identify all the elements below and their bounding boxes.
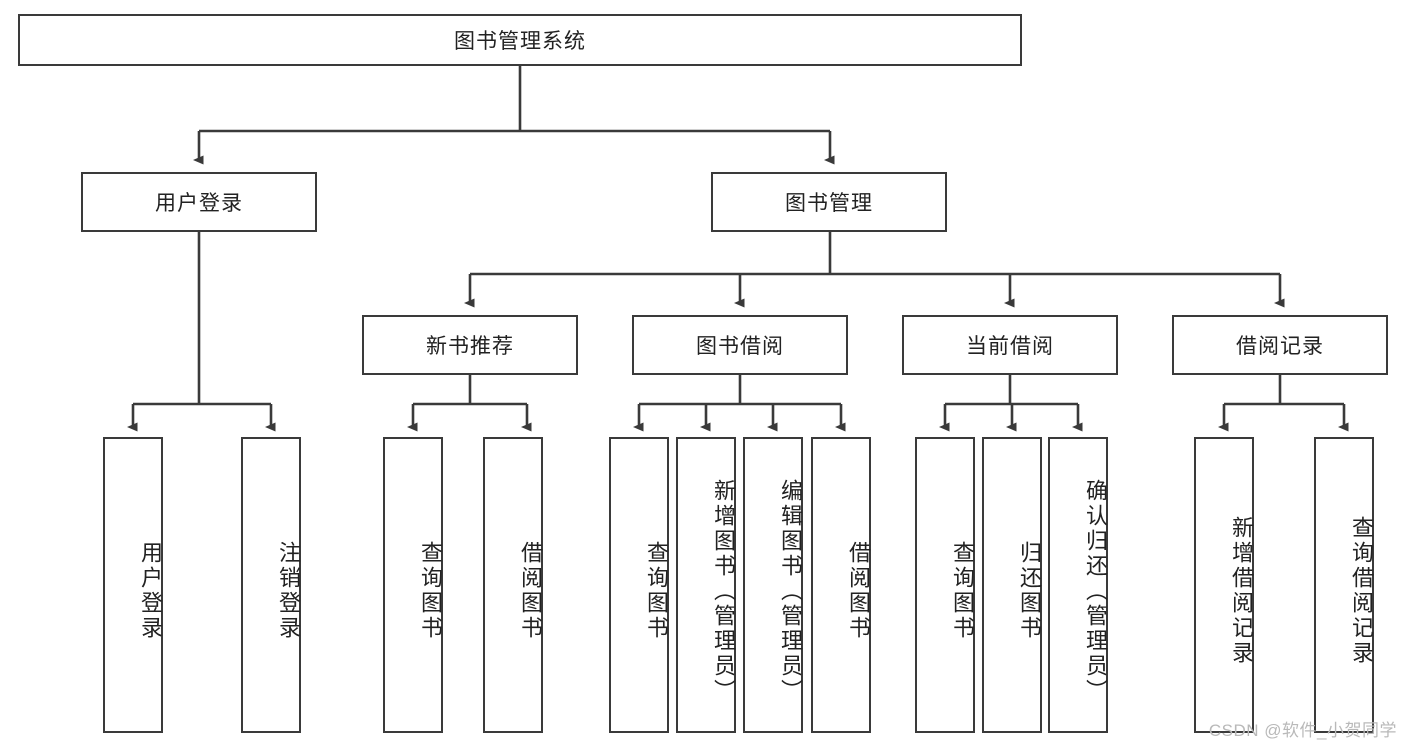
node-book-management[interactable]: 图书管理 bbox=[711, 172, 947, 232]
node-new-book-recommend[interactable]: 新书推荐 bbox=[362, 315, 578, 375]
leaf-recommend-query-book[interactable]: 查询图书 bbox=[383, 437, 443, 733]
node-label: 当前借阅 bbox=[966, 335, 1054, 358]
node-label: 查询图书 bbox=[644, 541, 669, 641]
leaf-recommend-borrow-book[interactable]: 借阅图书 bbox=[483, 437, 543, 733]
leaf-current-query-book[interactable]: 查询图书 bbox=[915, 437, 975, 733]
node-label: 归还图书 bbox=[1017, 541, 1042, 641]
leaf-user-login-login[interactable]: 用户登录 bbox=[103, 437, 163, 733]
node-label: 用户登录 bbox=[138, 541, 163, 641]
node-root-book-management-system[interactable]: 图书管理系统 bbox=[18, 14, 1022, 66]
node-label: 查询图书 bbox=[418, 541, 443, 641]
leaf-borrow-edit-book-admin[interactable]: 编辑图书（管理员） bbox=[743, 437, 803, 733]
node-label: 借阅图书 bbox=[846, 541, 871, 641]
node-label: 用户登录 bbox=[155, 192, 243, 215]
leaf-current-return-book[interactable]: 归还图书 bbox=[982, 437, 1042, 733]
node-borrow-records[interactable]: 借阅记录 bbox=[1172, 315, 1388, 375]
node-label: 新增图书（管理员） bbox=[711, 478, 736, 704]
node-label: 借阅图书 bbox=[518, 541, 543, 641]
node-label: 新书推荐 bbox=[426, 335, 514, 358]
node-label: 图书管理 bbox=[785, 192, 873, 215]
leaf-borrow-add-book-admin[interactable]: 新增图书（管理员） bbox=[676, 437, 736, 733]
node-book-borrow[interactable]: 图书借阅 bbox=[632, 315, 848, 375]
leaf-records-add-record[interactable]: 新增借阅记录 bbox=[1194, 437, 1254, 733]
leaf-records-query-record[interactable]: 查询借阅记录 bbox=[1314, 437, 1374, 733]
node-label: 新增借阅记录 bbox=[1229, 516, 1254, 666]
leaf-current-confirm-return-admin[interactable]: 确认归还（管理员） bbox=[1048, 437, 1108, 733]
leaf-borrow-query-book[interactable]: 查询图书 bbox=[609, 437, 669, 733]
node-label: 查询借阅记录 bbox=[1349, 516, 1374, 666]
leaf-user-login-logout[interactable]: 注销登录 bbox=[241, 437, 301, 733]
node-label: 图书借阅 bbox=[696, 335, 784, 358]
node-label: 注销登录 bbox=[276, 541, 301, 641]
node-user-login[interactable]: 用户登录 bbox=[81, 172, 317, 232]
node-label: 编辑图书（管理员） bbox=[778, 478, 803, 704]
node-label: 图书管理系统 bbox=[454, 30, 586, 53]
node-label: 确认归还（管理员） bbox=[1083, 478, 1108, 704]
node-label: 借阅记录 bbox=[1236, 335, 1324, 358]
node-current-borrow[interactable]: 当前借阅 bbox=[902, 315, 1118, 375]
node-label: 查询图书 bbox=[950, 541, 975, 641]
watermark: CSDN @软件_小贺同学 bbox=[1208, 721, 1397, 740]
leaf-borrow-borrow-book[interactable]: 借阅图书 bbox=[811, 437, 871, 733]
